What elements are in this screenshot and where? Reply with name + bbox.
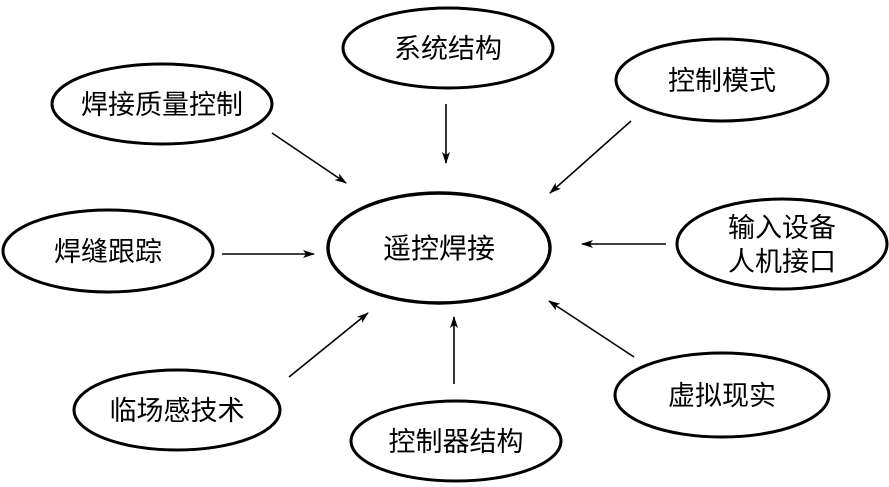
node-controller-structure-label-line-1: 控制器结构 xyxy=(389,427,524,458)
node-seam-tracking-label-line-1: 焊缝跟踪 xyxy=(54,237,162,268)
node-virtual-reality-label-line-1: 虚拟现实 xyxy=(668,381,776,412)
node-controller-structure-ellipse xyxy=(349,399,563,483)
node-telepresence: 临场感技术 xyxy=(72,368,282,452)
node-weld-quality-control: 焊接质量控制 xyxy=(50,62,274,146)
edge-telepresence-to-center xyxy=(288,312,369,378)
node-input-device-hmi-ellipse xyxy=(675,197,889,291)
node-input-device-hmi-label-line-2: 人机接口 xyxy=(728,247,836,278)
node-seam-tracking: 焊缝跟踪 xyxy=(1,208,215,294)
edge-virtual-reality-to-center xyxy=(548,300,635,358)
center-node: 遥控焊接 xyxy=(326,191,552,305)
edge-control-mode-to-center xyxy=(549,120,632,194)
node-system-structure-ellipse xyxy=(341,6,555,90)
node-system-structure-label-line-1: 系统结构 xyxy=(394,34,502,65)
center-node-label: 遥控焊接 xyxy=(383,232,495,265)
node-weld-quality-control-ellipse xyxy=(50,62,274,146)
node-weld-quality-control-label-line-1: 焊接质量控制 xyxy=(81,90,243,121)
node-system-structure: 系统结构 xyxy=(341,6,555,90)
center-node-ellipse xyxy=(326,191,552,305)
node-telepresence-label-line-1: 临场感技术 xyxy=(110,396,245,427)
node-controller-structure: 控制器结构 xyxy=(349,399,563,483)
edge-weld-quality-control-to-center xyxy=(271,132,347,184)
node-seam-tracking-ellipse xyxy=(1,208,215,294)
node-virtual-reality: 虚拟现实 xyxy=(613,351,831,439)
node-control-mode-label-line-1: 控制模式 xyxy=(668,66,776,97)
node-control-mode: 控制模式 xyxy=(614,37,830,123)
node-input-device-hmi-label-line-1: 输入设备 xyxy=(728,213,836,244)
node-telepresence-ellipse xyxy=(72,368,282,452)
node-virtual-reality-ellipse xyxy=(613,351,831,439)
node-control-mode-ellipse xyxy=(614,37,830,123)
edges-layer xyxy=(222,104,666,384)
